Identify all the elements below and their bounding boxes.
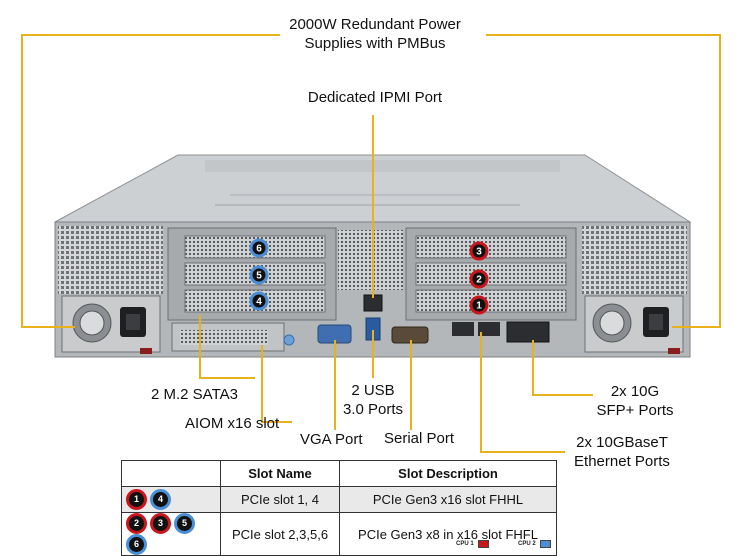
callout-vga: VGA Port bbox=[300, 431, 363, 448]
callout-usb-line2: 3.0 Ports bbox=[342, 401, 404, 418]
callout-power-line2: Supplies with PMBus bbox=[304, 35, 446, 52]
callout-sfp: 2x 10G SFP+ Ports bbox=[580, 382, 690, 420]
callout-aiom: AIOM x16 slot bbox=[185, 415, 280, 432]
callout-sfp-line2: SFP+ Ports bbox=[596, 402, 674, 419]
callout-ethernet: 2x 10GBaseT Ethernet Ports bbox=[566, 433, 678, 471]
callout-power-line1: 2000W Redundant Power bbox=[289, 16, 461, 33]
svg-text:3: 3 bbox=[476, 247, 482, 258]
ethernet-port-graphic-2 bbox=[478, 322, 500, 336]
callout-ethernet-line2: Ethernet Ports bbox=[574, 453, 670, 470]
slot-badge-3: 3 bbox=[469, 241, 489, 261]
slot-name-cell: PCIe slot 1, 4 bbox=[220, 486, 340, 513]
svg-text:2: 2 bbox=[476, 275, 482, 286]
slot-badge-6: 6 bbox=[249, 238, 269, 258]
slot-badge-icon: 6 bbox=[126, 534, 147, 555]
slot-badge-icon: 3 bbox=[150, 513, 171, 534]
leader-ethernet bbox=[480, 332, 565, 453]
slot-table-header-icons bbox=[121, 460, 221, 487]
leader-lines bbox=[21, 34, 721, 453]
callout-usb-line1: 2 USB bbox=[351, 382, 395, 399]
callout-ipmi: Dedicated IPMI Port bbox=[307, 89, 443, 106]
slot-table-header: Slot Name Slot Description bbox=[121, 460, 557, 487]
chassis-rear-face bbox=[54, 221, 691, 358]
sfp-port-graphic bbox=[506, 321, 550, 343]
callout-ethernet-line1: 2x 10GBaseT bbox=[576, 434, 668, 451]
svg-text:6: 6 bbox=[256, 244, 262, 255]
svg-text:5: 5 bbox=[256, 271, 262, 282]
cpu1-legend-label: CPU 1 bbox=[456, 541, 474, 547]
svg-text:1: 1 bbox=[476, 301, 482, 312]
slot-table-header-name: Slot Name bbox=[220, 460, 340, 487]
leader-power-left bbox=[21, 34, 280, 328]
slot-badge-1: 1 bbox=[469, 295, 489, 315]
leader-power-right bbox=[486, 34, 721, 328]
cpu2-swatch bbox=[539, 540, 551, 548]
callout-m2: 2 M.2 SATA3 bbox=[151, 386, 238, 403]
callout-sfp-line1: 2x 10G bbox=[610, 383, 660, 400]
slot-desc-cell: PCIe Gen3 x16 slot FHHL bbox=[339, 486, 557, 513]
slot-badges: 6 5 4 3 2 1 bbox=[249, 238, 489, 315]
slot-badge-2: 2 bbox=[469, 269, 489, 289]
leader-aiom bbox=[261, 345, 292, 423]
slot-badge-4: 4 bbox=[249, 291, 269, 311]
psu-left-vent bbox=[58, 226, 163, 294]
slot-badge-icon: 5 bbox=[174, 513, 195, 534]
callout-serial: Serial Port bbox=[384, 430, 455, 447]
cpu2-legend-label: CPU 2 bbox=[518, 541, 536, 547]
callout-power: 2000W Redundant Power Supplies with PMBu… bbox=[270, 15, 480, 53]
slot-desc-cell: PCIe Gen3 x8 in x16 slot FHFL bbox=[339, 512, 557, 556]
cpu1-swatch bbox=[477, 540, 489, 548]
psu-left bbox=[61, 295, 161, 353]
leader-sfp bbox=[532, 340, 593, 396]
slot-badge-5: 5 bbox=[249, 265, 269, 285]
slot-name-cell: PCIe slot 2,3,5,6 bbox=[220, 512, 340, 556]
leader-m2 bbox=[199, 315, 255, 379]
slot-badge-icon: 1 bbox=[126, 489, 147, 510]
cpu2-legend: CPU 2 bbox=[518, 540, 551, 548]
ethernet-port-graphic bbox=[452, 322, 474, 336]
psu-right-vent bbox=[582, 226, 687, 294]
center-vent bbox=[338, 230, 403, 290]
psu-right bbox=[584, 295, 684, 353]
callout-usb: 2 USB 3.0 Ports bbox=[330, 381, 416, 419]
slot-badge-icon: 4 bbox=[150, 489, 171, 510]
slot-table-header-desc: Slot Description bbox=[339, 460, 557, 487]
cpu1-legend: CPU 1 bbox=[456, 540, 489, 548]
svg-text:4: 4 bbox=[256, 297, 262, 308]
slot-badge-icon: 2 bbox=[126, 513, 147, 534]
